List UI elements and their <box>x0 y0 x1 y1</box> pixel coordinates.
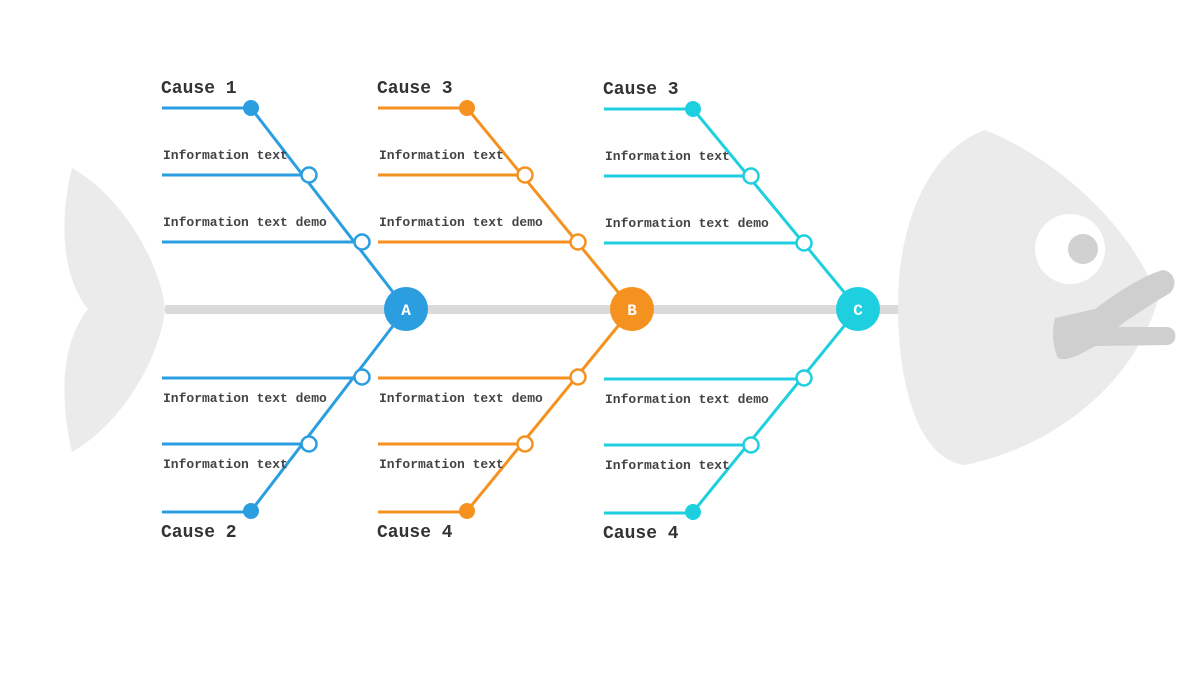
group-b-bottom-info2-node <box>516 435 534 453</box>
group-a-bottom-cause-node <box>243 503 259 519</box>
group-c-hub-letter: C <box>853 302 863 320</box>
group-a-top-diagonal <box>249 107 408 310</box>
group-c-top-diagonal <box>691 108 860 310</box>
group-a-hub <box>384 287 428 331</box>
group-b-top-cause-label: Cause 3 <box>377 79 453 99</box>
group-c-bottom-diagonal <box>691 308 860 513</box>
group-b-top-cause-node <box>459 100 475 116</box>
group-c-bottom-info2-node <box>742 436 760 454</box>
group-c-hub <box>836 287 880 331</box>
group-b-bottom-diagonal <box>465 308 634 512</box>
group-b-top-info1-label: Information text <box>379 148 504 163</box>
group-b-top-info1-node <box>516 166 534 184</box>
group-a-bottom-diagonal <box>249 308 408 512</box>
group-a-bottom-info2-node <box>300 435 318 453</box>
group-a-bottom-info1-label: Information text demo <box>163 391 327 406</box>
group-c-top-info2-label: Information text demo <box>605 216 769 231</box>
fish-spine <box>165 305 905 314</box>
fish-tail <box>64 168 165 452</box>
group-a-top-info1-node <box>300 166 318 184</box>
group-b-bottom-info1-label: Information text demo <box>379 391 543 406</box>
group-c-bottom-info2-label: Information text <box>605 458 730 473</box>
group-c-top-info1-label: Information text <box>605 149 730 164</box>
group-b-bottom-cause-label: Cause 4 <box>377 523 453 543</box>
group-c-top-cause-node <box>685 101 701 117</box>
fish-eye-pupil <box>1068 234 1098 264</box>
group-b-top-diagonal <box>465 107 634 310</box>
group-c-top-info2-node <box>795 234 813 252</box>
fish-mouth <box>1053 270 1176 360</box>
group-c-top-cause-label: Cause 3 <box>603 80 679 100</box>
group-a-bottom-cause-label: Cause 2 <box>161 523 237 543</box>
group-c-bottom-cause-label: Cause 4 <box>603 524 679 544</box>
group-b-hub <box>610 287 654 331</box>
group-a-bottom-info1-node <box>353 368 371 386</box>
group-b: B Cause 3 Information text Information t… <box>377 79 654 543</box>
group-c-bottom-cause-node <box>685 504 701 520</box>
group-b-top-info2-label: Information text demo <box>379 215 543 230</box>
group-a-top-info2-node <box>353 233 371 251</box>
group-c-bottom-info1-node <box>795 369 813 387</box>
group-a-hub-letter: A <box>401 302 411 320</box>
group-c-top-info1-node <box>742 167 760 185</box>
group-a-top-info2-label: Information text demo <box>163 215 327 230</box>
group-b-hub-letter: B <box>627 302 637 320</box>
group-a: A Cause 1 Information text Information t… <box>161 79 428 543</box>
group-c: C Cause 3 Information text Information t… <box>603 80 880 544</box>
group-a-bottom-info2-label: Information text <box>163 457 288 472</box>
group-a-top-cause-label: Cause 1 <box>161 79 237 99</box>
group-b-bottom-cause-node <box>459 503 475 519</box>
group-b-top-info2-node <box>569 233 587 251</box>
group-c-bottom-info1-label: Information text demo <box>605 392 769 407</box>
group-a-top-info1-label: Information text <box>163 148 288 163</box>
group-a-top-cause-node <box>243 100 259 116</box>
fish-head <box>898 130 1158 465</box>
group-b-bottom-info2-label: Information text <box>379 457 504 472</box>
group-b-bottom-info1-node <box>569 368 587 386</box>
